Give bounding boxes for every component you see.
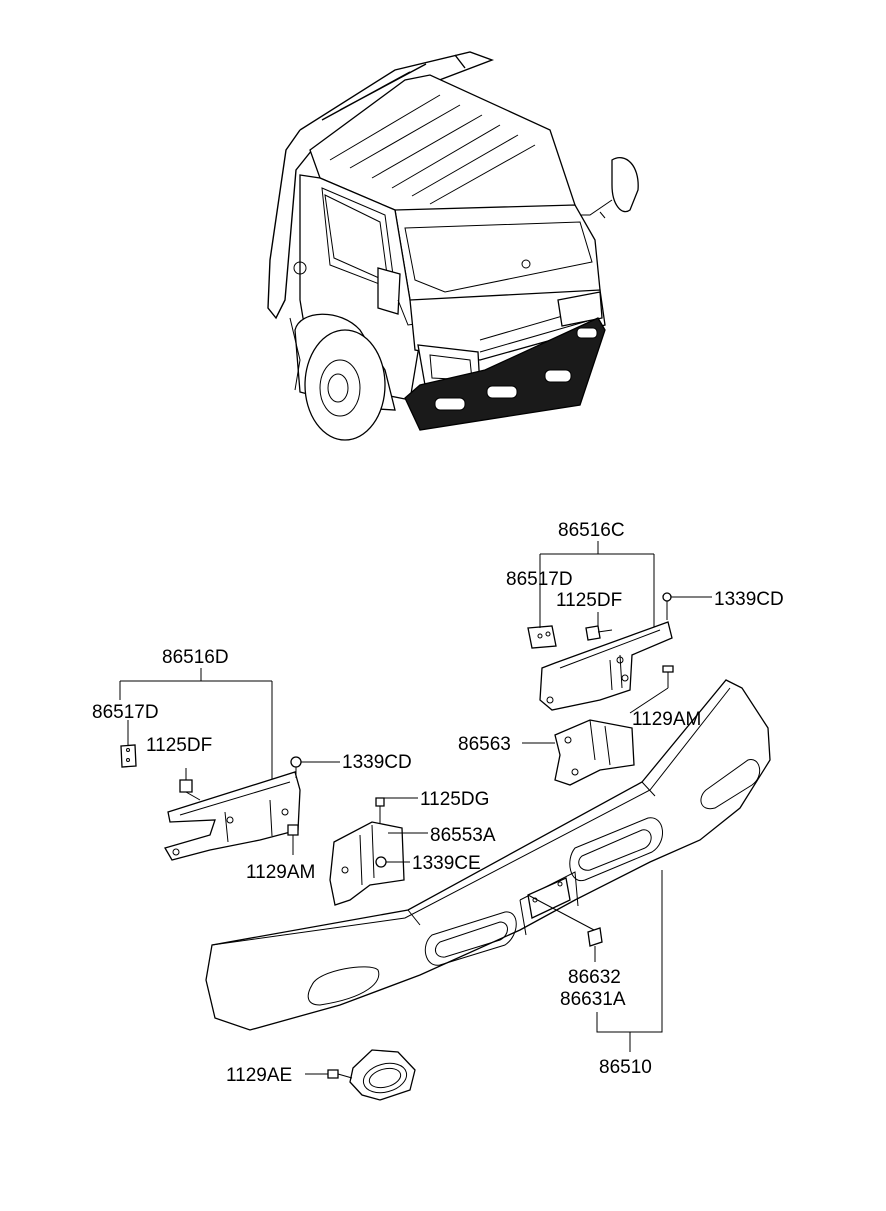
label-1125df-right: 1125DF (556, 590, 622, 611)
label-86517d-left: 86517D (92, 702, 159, 723)
label-1339ce: 1339CE (412, 853, 481, 874)
label-1129am-right: 1129AM (632, 709, 701, 730)
label-86516d: 86516D (162, 647, 229, 668)
label-86510: 86510 (599, 1057, 652, 1078)
stay-left-part (329, 797, 428, 906)
label-86632: 86632 (568, 967, 621, 988)
label-1339cd-left: 1339CD (342, 752, 412, 773)
truck-cab-illustration (267, 51, 639, 441)
stay-center-part (522, 719, 635, 786)
fog-lamp-part (305, 1049, 416, 1101)
label-86516c: 86516C (558, 520, 625, 541)
label-86631a: 86631A (560, 989, 626, 1010)
front-bumper-part (205, 679, 771, 1052)
label-1339cd-right: 1339CD (714, 589, 784, 610)
bracket-right-group (527, 541, 712, 714)
label-86517d-right: 86517D (506, 569, 573, 590)
label-1125df-left: 1125DF (146, 735, 212, 756)
label-1129ae: 1129AE (226, 1065, 292, 1086)
label-1125dg: 1125DG (420, 789, 489, 810)
label-1129am-left: 1129AM (246, 862, 315, 883)
bracket-left-group (119, 668, 340, 861)
label-86553a: 86553A (430, 825, 496, 846)
part-number-labels: 86516C 86517D 1125DF 1339CD 1129AM 86563… (92, 520, 784, 1086)
label-86563: 86563 (458, 734, 511, 755)
